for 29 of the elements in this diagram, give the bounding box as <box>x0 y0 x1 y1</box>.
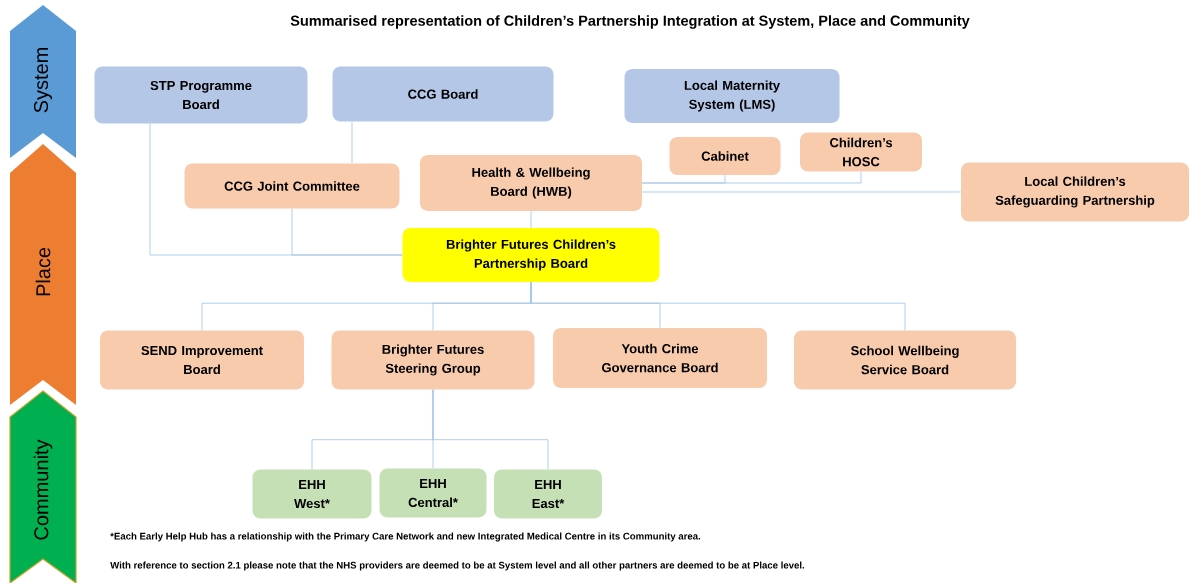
connector-line <box>432 389 549 470</box>
board-box: Youth Crime Governance Board <box>553 328 767 388</box>
footnote: *Each Early Help Hub has a relationship with the Primary Care Network and new Integrated Medical Centre in its Community area. <box>110 532 701 542</box>
board-box: CCG Board <box>332 66 554 122</box>
board-box: STP Programme Board <box>94 66 308 124</box>
board-box: Local Children’s Safeguarding Partnership <box>961 162 1189 222</box>
level-band: System <box>10 5 76 158</box>
connector-line <box>641 191 962 193</box>
level-band: Community <box>9 390 77 583</box>
connector-line <box>530 210 532 229</box>
connector-line <box>291 208 403 256</box>
board-box: Health & Wellbeing Board (HWB) <box>420 155 642 211</box>
connector-line <box>530 281 906 331</box>
board-box: Children’s HOSC <box>800 132 922 172</box>
board-box: EHH Central* <box>379 468 487 518</box>
board-box: SEND Improvement Board <box>100 330 304 390</box>
title: Summarised representation of Children’s Partnership Integration at System, Place and Community <box>290 15 970 29</box>
board-box: Brighter Futures Steering Group <box>331 330 535 390</box>
board-box: Local Maternity System (LMS) <box>624 69 840 123</box>
board-box: School Wellbeing Service Board <box>794 330 1016 390</box>
board-box: Cabinet <box>669 137 781 175</box>
board-box: EHH East* <box>494 469 602 519</box>
footnote: With reference to section 2.1 please note that the NHS providers are deemed to be at System level and all other partners are deemed to be at Place level. <box>110 561 805 571</box>
board-box: Brighter Futures Children’s Partnership Board <box>402 228 660 282</box>
board-box: EHH West* <box>252 469 372 519</box>
connector-line <box>641 171 862 184</box>
level-band: Place <box>10 144 76 405</box>
connector-line <box>351 121 353 164</box>
board-box: CCG Joint Committee <box>184 163 400 209</box>
